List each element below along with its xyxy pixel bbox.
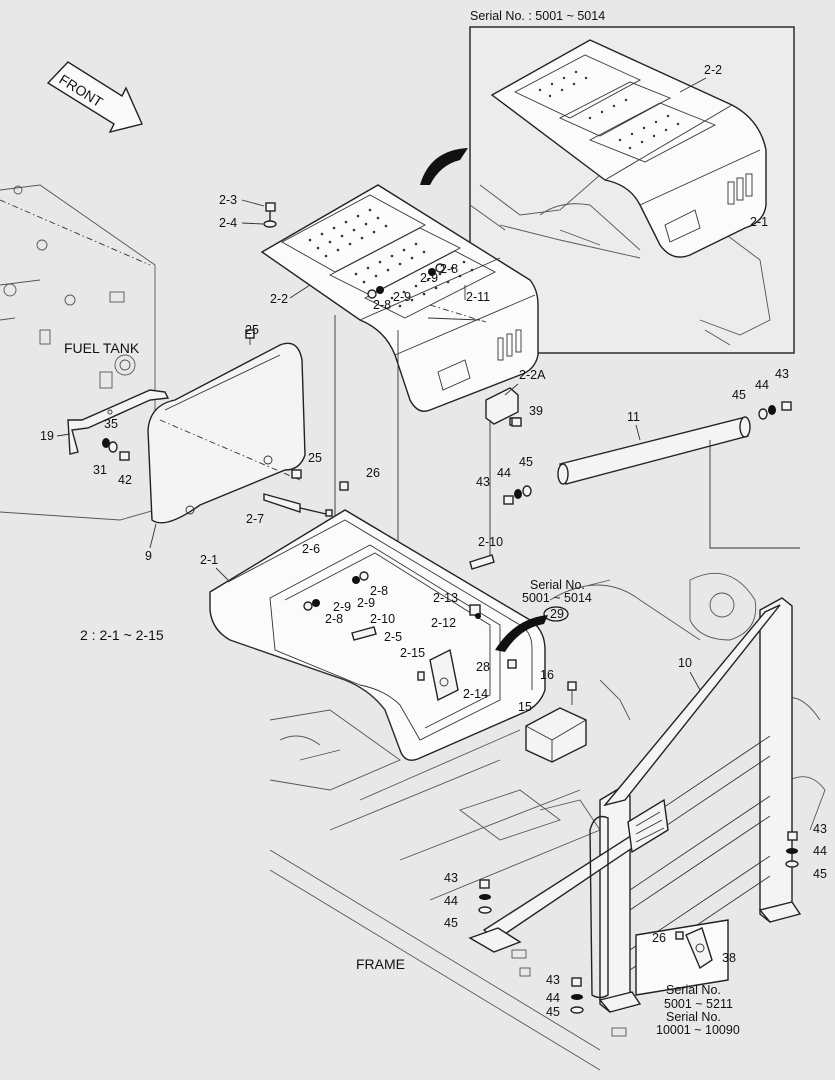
label-2-2-inset: 2-2 bbox=[704, 63, 722, 77]
label-44-e: 44 bbox=[546, 991, 560, 1005]
bar-2-10-upper bbox=[469, 554, 495, 570]
label-31: 31 bbox=[93, 463, 107, 477]
label-43-b: 43 bbox=[476, 475, 490, 489]
label-9: 9 bbox=[145, 549, 152, 563]
label-45-c: 45 bbox=[813, 867, 827, 881]
label-2-10-b: 2-10 bbox=[370, 612, 395, 626]
label-16: 16 bbox=[540, 668, 554, 682]
cover-2-2 bbox=[260, 184, 539, 412]
part-labels: 2-3 2-4 2-2 2-8 2-9 2-9 2-8 2-11 2-2A 39… bbox=[40, 193, 827, 1019]
serial-mid-line2: 5001 ~ 5014 bbox=[522, 591, 592, 605]
label-2-4: 2-4 bbox=[219, 216, 237, 230]
label-2-9-b: 2-9 bbox=[393, 290, 411, 304]
label-2-1: 2-1 bbox=[200, 553, 218, 567]
serial-bottom-line2: 5001 ~ 5211 bbox=[664, 997, 733, 1011]
label-2-10-a: 2-10 bbox=[478, 535, 503, 549]
label-2-8-a: 2-8 bbox=[440, 262, 458, 276]
serial-bottom-line4: 10001 ~ 10090 bbox=[656, 1023, 740, 1037]
label-2-1-inset: 2-1 bbox=[750, 215, 768, 229]
label-44-c: 44 bbox=[813, 844, 827, 858]
label-45-d: 45 bbox=[444, 916, 458, 930]
lock-2-14 bbox=[429, 648, 459, 702]
gas-spring-2-7 bbox=[263, 493, 333, 517]
label-2-9-d: 2-9 bbox=[333, 600, 351, 614]
label-2-9-c: 2-9 bbox=[357, 596, 375, 610]
label-43-a: 43 bbox=[775, 367, 789, 381]
front-arrow: FRONT bbox=[46, 61, 143, 134]
label-45-a: 45 bbox=[732, 388, 746, 402]
serial-mid-circle: 29 bbox=[550, 607, 564, 621]
fuel-tank-label: FUEL TANK bbox=[64, 340, 140, 356]
serial-bottom-line3: Serial No. bbox=[666, 1010, 721, 1024]
callout-arrow bbox=[495, 615, 548, 652]
label-25-b: 25 bbox=[308, 451, 322, 465]
label-2-15: 2-15 bbox=[400, 646, 425, 660]
label-39: 39 bbox=[529, 404, 543, 418]
label-25-a: 25 bbox=[245, 323, 259, 337]
bracket-15 bbox=[525, 707, 587, 763]
label-11: 11 bbox=[627, 410, 640, 424]
label-19: 19 bbox=[40, 429, 54, 443]
label-43-c: 43 bbox=[813, 822, 827, 836]
label-35: 35 bbox=[104, 417, 118, 431]
label-42: 42 bbox=[118, 473, 132, 487]
label-2-8-c: 2-8 bbox=[370, 584, 388, 598]
bracket-19 bbox=[67, 389, 170, 455]
callout-29-circle bbox=[543, 606, 569, 622]
label-44-a: 44 bbox=[755, 378, 769, 392]
inset-vent-dots bbox=[538, 70, 680, 150]
label-2-8-b: 2-8 bbox=[373, 298, 391, 312]
serial-callout-mid: Serial No. 5001 ~ 5014 29 bbox=[522, 578, 592, 621]
label-2-2: 2-2 bbox=[270, 292, 288, 306]
frame-label: FRAME bbox=[356, 956, 405, 972]
label-26-a: 26 bbox=[366, 466, 380, 480]
label-43-d: 43 bbox=[444, 871, 458, 885]
label-45-e: 45 bbox=[546, 1005, 560, 1019]
base-box-2-1 bbox=[209, 509, 546, 761]
frame-ghost: FRAME bbox=[269, 572, 826, 1071]
label-2-12: 2-12 bbox=[431, 616, 456, 630]
label-2-13: 2-13 bbox=[433, 591, 458, 605]
label-2-11: 2-11 bbox=[466, 290, 490, 304]
serial-callout-bottom: Serial No. 5001 ~ 5211 Serial No. 10001 … bbox=[656, 983, 740, 1037]
detail-arrow bbox=[420, 148, 468, 185]
label-2-7: 2-7 bbox=[246, 512, 264, 526]
fasteners bbox=[102, 202, 799, 1014]
label-2-9-a: 2-9 bbox=[420, 271, 438, 285]
bar-2-10-lower bbox=[351, 626, 377, 641]
label-2-2a: 2-2A bbox=[519, 368, 546, 382]
label-2-5: 2-5 bbox=[384, 630, 402, 644]
label-44-d: 44 bbox=[444, 894, 458, 908]
label-15: 15 bbox=[518, 700, 532, 714]
label-2-6: 2-6 bbox=[302, 542, 320, 556]
serial-header: Serial No. : 5001 ~ 5014 bbox=[470, 9, 605, 23]
detail-box-38 bbox=[635, 919, 729, 996]
fuel-tank: FUEL TANK bbox=[0, 184, 156, 521]
label-28: 28 bbox=[476, 660, 490, 674]
serial-bottom-line1: Serial No. bbox=[666, 983, 721, 997]
side-panel-9 bbox=[147, 342, 306, 524]
group-note: 2 : 2-1 ~ 2-15 bbox=[80, 627, 164, 643]
label-10: 10 bbox=[678, 656, 692, 670]
serial-mid-line1: Serial No. bbox=[530, 578, 585, 592]
label-2-3: 2-3 bbox=[219, 193, 237, 207]
label-43-e: 43 bbox=[546, 973, 560, 987]
label-45-b: 45 bbox=[519, 455, 533, 469]
label-2-8-d: 2-8 bbox=[325, 612, 343, 626]
tube-11 bbox=[557, 416, 800, 549]
label-38: 38 bbox=[722, 951, 736, 965]
label-2-14: 2-14 bbox=[463, 687, 488, 701]
label-44-b: 44 bbox=[497, 466, 511, 480]
cover-vent-dots bbox=[308, 208, 474, 308]
label-26-b: 26 bbox=[652, 931, 666, 945]
